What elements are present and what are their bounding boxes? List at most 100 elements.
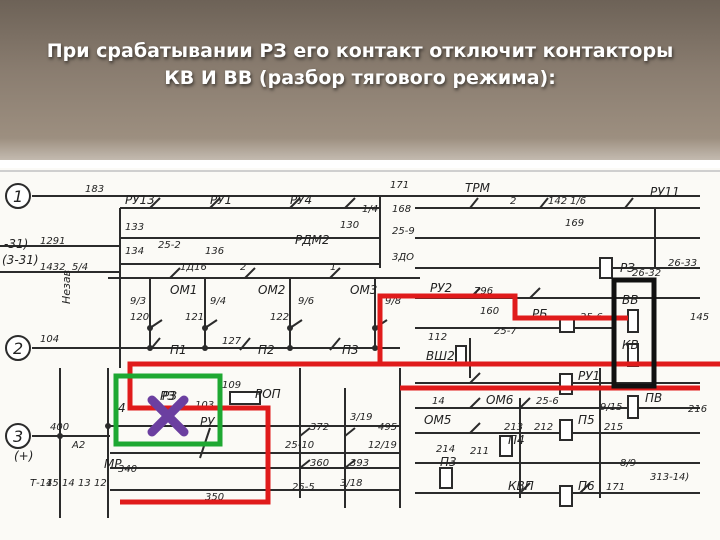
wire-number: 1291	[40, 236, 65, 247]
coil-vv	[627, 309, 639, 333]
wire-number: 122	[270, 312, 289, 323]
wire-number: 15	[46, 478, 59, 489]
device-label: ОМ2	[258, 283, 285, 297]
wire-number: 171	[606, 482, 625, 493]
wire-number: 212	[534, 422, 553, 433]
wire-number: 3ДО	[392, 252, 414, 263]
device-label: РУ	[200, 415, 215, 429]
device-label: ОМ3	[350, 283, 377, 297]
device-label: РУ4	[290, 193, 312, 207]
wire-number: 350	[205, 492, 224, 503]
wire-number: 13	[78, 478, 91, 489]
wire-number: 25-9	[392, 226, 415, 237]
coil-p5	[559, 419, 573, 441]
coil-rop	[229, 391, 261, 405]
device-label: РДМ2	[295, 233, 330, 247]
device-label: РОП	[255, 387, 281, 401]
wire-number: 215	[604, 422, 623, 433]
wire-number: 360	[310, 458, 329, 469]
coil-rz	[599, 257, 613, 279]
device-label: РУ1	[210, 193, 232, 207]
device-label: КВ	[622, 338, 639, 352]
wire-number: 168	[392, 204, 411, 215]
device-label: ВШ2	[426, 349, 455, 363]
wire-number: 1/4	[362, 204, 378, 215]
coil-p6	[559, 485, 573, 507]
left-labels: -31) (3-31) (+) Незав 4	[2, 237, 126, 463]
coil-p4	[499, 435, 513, 457]
rail-2-marker	[5, 335, 31, 361]
wire-number: 216	[688, 404, 707, 415]
coil-p3	[439, 467, 453, 489]
left-label: 4	[118, 401, 126, 415]
wire-number: 12/19	[368, 440, 397, 451]
wire-number: 2	[240, 262, 246, 273]
wire-number: A2	[71, 440, 85, 451]
wire-number: 213	[504, 422, 523, 433]
device-label: ПВ	[645, 391, 662, 405]
device-label: РУ1	[578, 369, 600, 383]
wire-number: 127	[222, 336, 242, 347]
slide-header: При срабатывании РЗ его контакт отключит…	[0, 0, 720, 160]
wire-number: 3/18	[340, 478, 362, 489]
wire-number: 120	[130, 312, 149, 323]
wire-number: 130	[340, 220, 359, 231]
contact-dots	[57, 325, 378, 439]
wire-number: 9/4	[210, 296, 226, 307]
wire-number: 9/3	[130, 296, 146, 307]
left-label: (+)	[14, 449, 33, 463]
wire-number: 211	[470, 446, 489, 457]
device-label: П2	[258, 343, 275, 357]
contactors-vv-kv-highlight-box	[611, 277, 657, 389]
wire-number: 145	[690, 312, 709, 323]
wires	[0, 195, 700, 518]
wire-number: 14	[62, 478, 75, 489]
left-label: -31)	[4, 237, 28, 251]
wire-number: 25-7	[494, 326, 517, 337]
device-label: РЗ	[620, 261, 635, 275]
wire-number: Т-14	[30, 478, 52, 489]
wire-number: 495	[378, 422, 397, 433]
wire-number: 171	[390, 180, 409, 191]
wire-number: 8/9	[620, 458, 636, 469]
wire-number: 25-10	[285, 440, 314, 451]
slide-title: При срабатывании РЗ его контакт отключит…	[20, 38, 700, 92]
wire-number: 1/6	[570, 196, 586, 207]
circuit-diagram: 1 2 3 -31) (3-31) (+) Незав 4	[0, 168, 720, 540]
device-label: П4	[508, 433, 525, 447]
wire-number: 134	[125, 246, 144, 257]
wire-number: 25-5	[292, 482, 315, 493]
device-label: РУ13	[125, 193, 155, 207]
open-contact-cross-mark	[147, 395, 189, 437]
rz-contact-label: РЗ	[160, 389, 175, 403]
wire-number: 393	[350, 458, 369, 469]
device-label: ВВ	[622, 293, 638, 307]
device-label: П3	[440, 455, 457, 469]
wire-number: 1432	[40, 262, 65, 273]
relay-coils	[229, 257, 639, 507]
rz-contact-highlight-box	[113, 373, 223, 447]
rail-3-marker	[5, 423, 31, 449]
device-label: ОМ5	[424, 413, 451, 427]
device-label: РУ11	[650, 185, 680, 199]
wire-number: 12	[94, 478, 107, 489]
device-label: П6	[578, 479, 595, 493]
wire-number: 796	[474, 286, 493, 297]
device-label: КВП	[508, 479, 534, 493]
device-label: ТРМ	[465, 181, 491, 195]
wire-number: 313-14)	[650, 472, 689, 483]
device-label: П3	[342, 343, 359, 357]
wire-number: 183	[85, 184, 104, 195]
coil-vsh2	[455, 345, 467, 365]
rail-1-label: 1	[13, 187, 23, 206]
wire-number: 136	[205, 246, 224, 257]
wire-number: 372	[310, 422, 329, 433]
rail-1-marker	[5, 183, 31, 209]
wire-number: 133	[125, 222, 144, 233]
wire-number: 2	[510, 196, 516, 207]
wire-number: 1	[330, 262, 336, 273]
wire-number: 25-2	[158, 240, 181, 251]
rail-3-label: 3	[13, 427, 23, 446]
device-labels: РУ13 РУ1 РУ4 РДМ2 ОМ1 ОМ2 ОМ3 П1 П2 П3 Р…	[104, 181, 680, 493]
device-label: РЗ	[162, 389, 177, 403]
